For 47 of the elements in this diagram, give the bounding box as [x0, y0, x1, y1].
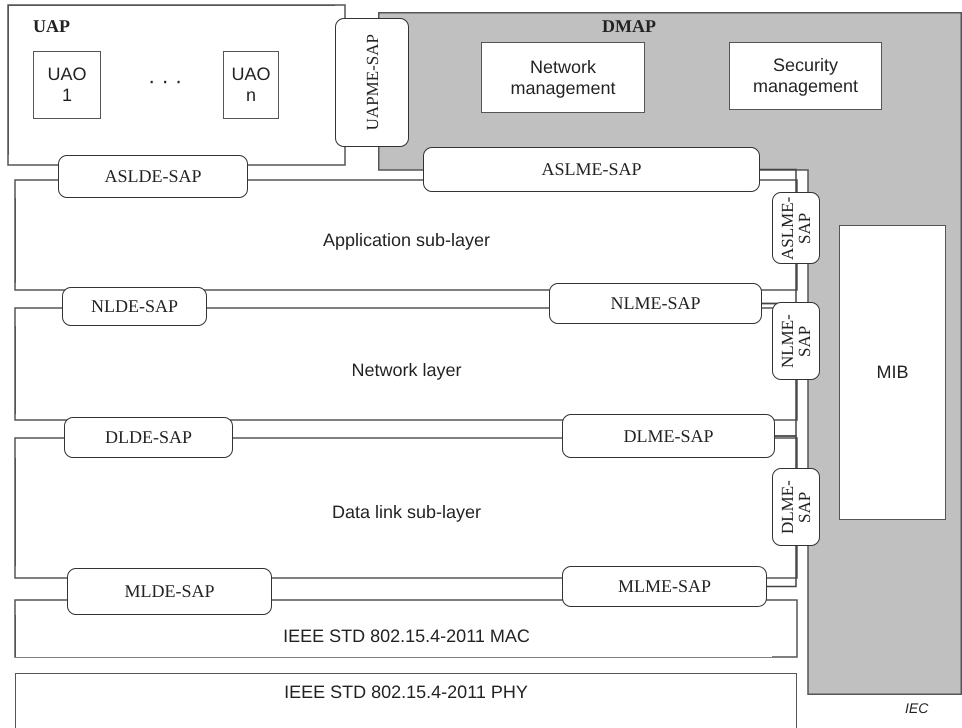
- service-access-point: [335, 18, 409, 147]
- box-label: DLME-SAP: [779, 479, 813, 536]
- box-label: NLME-SAP: [779, 313, 813, 370]
- box-label: Security management: [752, 55, 860, 97]
- service-access-point: [562, 414, 775, 458]
- service-access-point: [549, 283, 762, 324]
- service-access-point: [67, 568, 272, 615]
- function-box: [223, 51, 279, 119]
- box-label: UAPME-SAP: [364, 34, 380, 131]
- box-label: MIB: [876, 362, 908, 383]
- function-box: [481, 42, 645, 113]
- service-access-point: [64, 417, 233, 458]
- box-label: UAO n: [231, 64, 271, 106]
- layer-name: Data link sub-layer: [332, 502, 482, 522]
- box-label: DLDE-SAP: [104, 427, 192, 448]
- box-label: ASLME-SAP: [541, 159, 642, 180]
- group-title: UAP: [33, 16, 70, 37]
- service-access-point: [62, 287, 207, 326]
- protocol-layer-box: [15, 673, 797, 728]
- box-label: ASLME-SAP: [779, 196, 813, 260]
- function-box: [839, 225, 946, 520]
- function-box: [729, 42, 882, 110]
- box-label: MLDE-SAP: [124, 581, 214, 602]
- box-label: NLDE-SAP: [90, 296, 178, 317]
- connector-line: [760, 168, 797, 192]
- service-access-point: [772, 192, 820, 264]
- layer-name: Application sub-layer: [322, 230, 490, 251]
- box-label: DLME-SAP: [623, 426, 714, 446]
- application-process-box: [8, 5, 335, 155]
- group-title: DMAP: [602, 16, 656, 37]
- layer-name: IEEE STD 802.15.4-2011 MAC: [283, 626, 530, 646]
- service-access-point: [772, 302, 820, 380]
- box-label: MLME-SAP: [618, 576, 711, 597]
- service-access-point: [772, 468, 820, 546]
- box-label: Network management: [509, 56, 617, 98]
- box-label: ASLDE-SAP: [104, 166, 202, 187]
- layer-name: IEEE STD 802.15.4-2011 PHY: [284, 682, 528, 703]
- service-access-point: [562, 566, 767, 607]
- box-label: UAO 1: [46, 64, 88, 106]
- connector-line: [775, 435, 797, 468]
- connector-line: [767, 546, 797, 588]
- source-note: IEC: [905, 700, 928, 716]
- ellipsis-text: · · ·: [148, 68, 182, 94]
- function-box: [33, 51, 101, 119]
- layer-name: Network layer: [351, 360, 462, 380]
- service-access-point: [58, 155, 248, 198]
- box-label: NLME-SAP: [610, 293, 700, 314]
